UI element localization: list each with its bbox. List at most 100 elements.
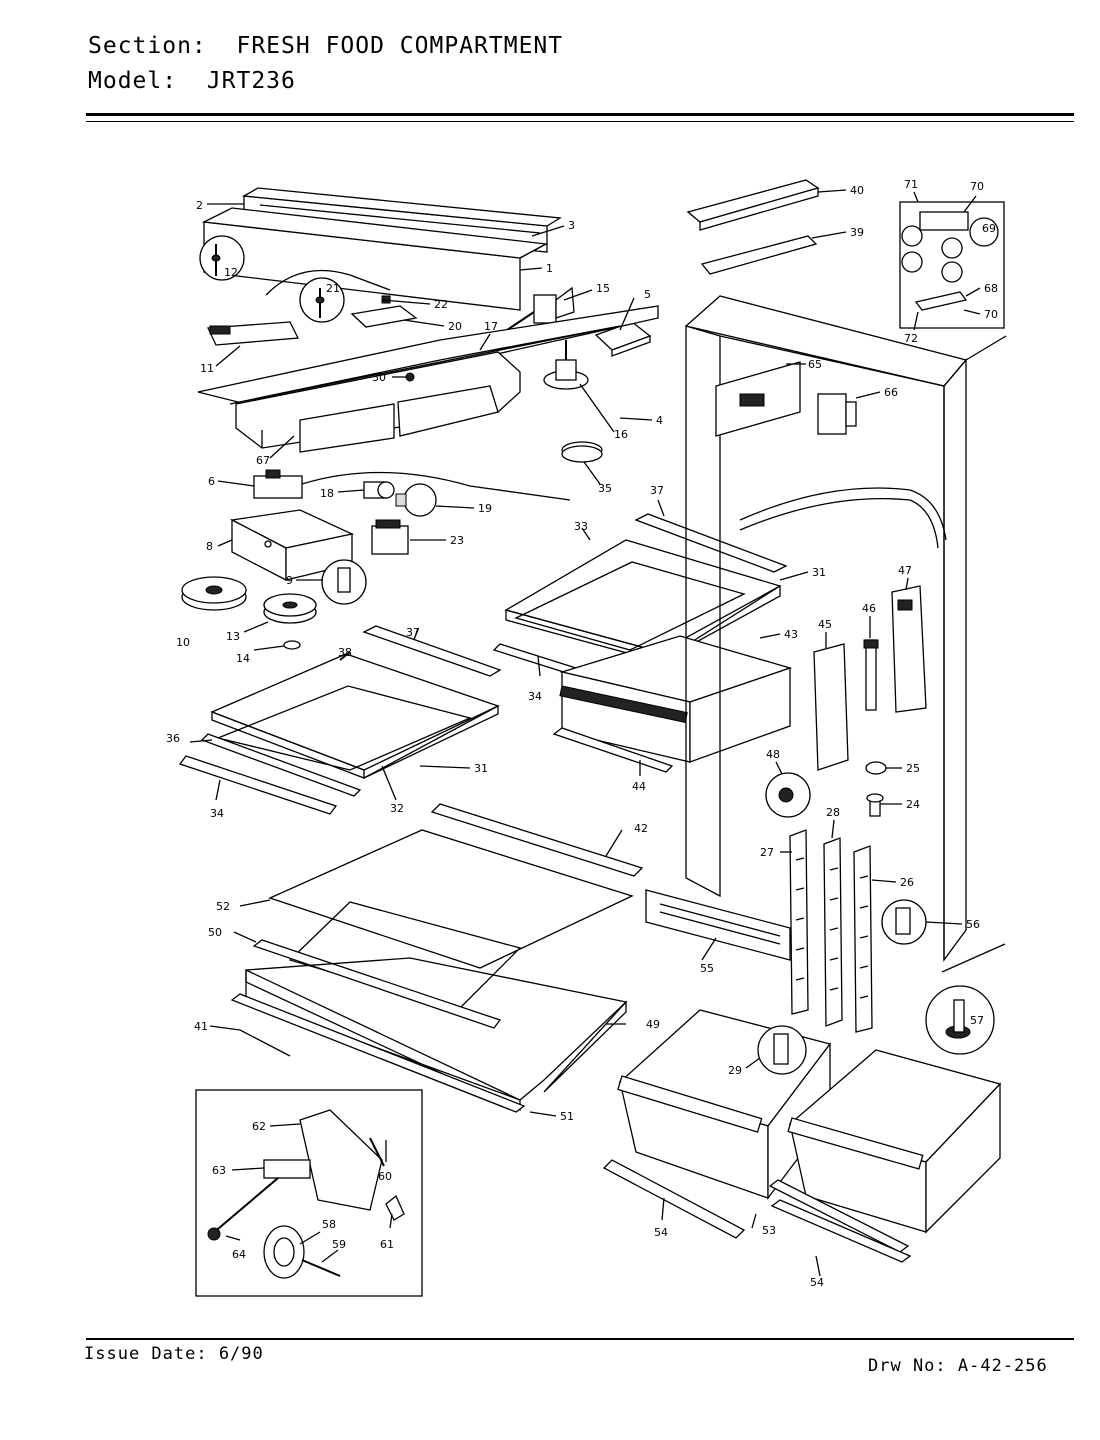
callout-31-left: 31: [474, 762, 488, 775]
glass-shelf-part-52: [268, 829, 634, 969]
harness-wire-top: [265, 269, 391, 296]
callout-33: 33: [574, 520, 588, 533]
shelf-trim-part-37-right: [634, 513, 788, 573]
callout-50: 50: [208, 926, 222, 939]
callout-34-left: 34: [210, 807, 224, 820]
callout-47: 47: [898, 564, 912, 577]
drawer-slide-part-54-left: [602, 1159, 746, 1239]
callout-43: 43: [784, 628, 798, 641]
roller-assembly-inset: [195, 1089, 423, 1297]
section-title: FRESH FOOD COMPARTMENT: [236, 33, 564, 59]
callout-9: 9: [286, 574, 293, 587]
shelf-trim-part-50: [252, 939, 502, 1029]
callout-8: 8: [206, 540, 213, 553]
shelf-trim-part-37-left: [362, 625, 502, 677]
model-number: JRT236: [206, 68, 296, 94]
bracket-part-65: [715, 361, 801, 437]
callout-2: 2: [196, 199, 203, 212]
switch-part-18: [363, 481, 395, 499]
knob-part-10: [181, 576, 247, 611]
callout-5: 5: [644, 288, 651, 301]
light-bulb-part-19: [395, 483, 437, 517]
clip-detail-9: [321, 559, 367, 605]
callout-1: 1: [546, 262, 553, 275]
callout-57: 57: [970, 1014, 984, 1027]
callout-34-right: 34: [528, 690, 542, 703]
callout-67: 67: [256, 454, 270, 467]
callout-36: 36: [166, 732, 180, 745]
screw-detail-12: [199, 235, 245, 281]
callout-63: 63: [212, 1164, 226, 1177]
section-label: Section:: [88, 33, 207, 59]
callout-27: 27: [760, 846, 774, 859]
screw-detail-21: [299, 277, 345, 323]
issue-date: Issue Date: 6/90: [84, 1344, 264, 1364]
control-housing-panel: [201, 207, 549, 311]
glass-shelf-part-32-left: [215, 685, 472, 771]
leader-lines: [189, 189, 981, 1277]
callout-46: 46: [862, 602, 876, 615]
bracket-part-45: [813, 643, 849, 771]
callout-54-left: 54: [654, 1226, 668, 1239]
shelf-trim-part-51: [230, 993, 526, 1113]
callout-11: 11: [200, 362, 214, 375]
seal-part-41: [239, 1029, 291, 1057]
latch-part-47: [891, 585, 927, 713]
callout-10: 10: [176, 636, 190, 649]
callout-30: 30: [372, 371, 386, 384]
shelf-ladder-part-28: [823, 837, 843, 1027]
screw-part-24: [866, 793, 884, 817]
pin-part-46: [863, 639, 879, 711]
header-rule-thin: [86, 121, 1074, 122]
cabinet-liner: [684, 295, 1007, 973]
glass-shelf-part-33: [514, 561, 746, 651]
callout-54-right: 54: [810, 1276, 824, 1289]
callout-22: 22: [434, 298, 448, 311]
callout-31-right: 31: [812, 566, 826, 579]
bracket-part-11: [207, 321, 300, 346]
callout-19: 19: [478, 502, 492, 515]
crisper-trim-part-44: [552, 727, 674, 773]
callout-60: 60: [378, 1170, 392, 1183]
callout-18: 18: [320, 487, 334, 500]
callout-44: 44: [632, 780, 646, 793]
callout-56: 56: [966, 918, 980, 931]
callout-6: 6: [208, 475, 215, 488]
shelf-trim-part-42: [430, 803, 644, 877]
model-line: Model: JRT236: [88, 68, 296, 94]
callout-15: 15: [596, 282, 610, 295]
callout-53: 53: [762, 1224, 776, 1237]
light-socket-part-15: [533, 286, 575, 324]
callout-20: 20: [448, 320, 462, 333]
header-rule-thick: [86, 113, 1074, 116]
callout-24: 24: [906, 798, 920, 811]
crisper-drawer-right: [787, 1049, 1002, 1234]
dial-part-13: [263, 593, 317, 624]
callout-70-bottom: 70: [984, 308, 998, 321]
ring-part-35: [561, 441, 603, 463]
callout-12: 12: [224, 266, 238, 279]
callout-68: 68: [984, 282, 998, 295]
callout-49: 49: [646, 1018, 660, 1031]
callout-16: 16: [614, 428, 628, 441]
callout-32: 32: [390, 802, 404, 815]
callout-37-left: 37: [406, 626, 420, 639]
callout-70-top: 70: [970, 180, 984, 193]
callout-52: 52: [216, 900, 230, 913]
callout-37-right: 37: [650, 484, 664, 497]
relay-part-23: [371, 519, 409, 555]
shelf-trim-part-36: [200, 733, 362, 797]
screw-part-30: [405, 372, 415, 382]
callout-35: 35: [598, 482, 612, 495]
control-knob-part-16: [543, 340, 589, 390]
callout-26: 26: [900, 876, 914, 889]
model-label: Model:: [88, 68, 178, 94]
top-frame-part-39: [700, 235, 818, 275]
callout-62: 62: [252, 1120, 266, 1133]
callout-55: 55: [700, 962, 714, 975]
callout-17: 17: [484, 320, 498, 333]
callout-65: 65: [808, 358, 822, 371]
thermostat-part-6: [253, 469, 303, 499]
callout-69: 69: [982, 222, 996, 235]
crisper-cover-frame-part-49: [245, 957, 628, 1112]
